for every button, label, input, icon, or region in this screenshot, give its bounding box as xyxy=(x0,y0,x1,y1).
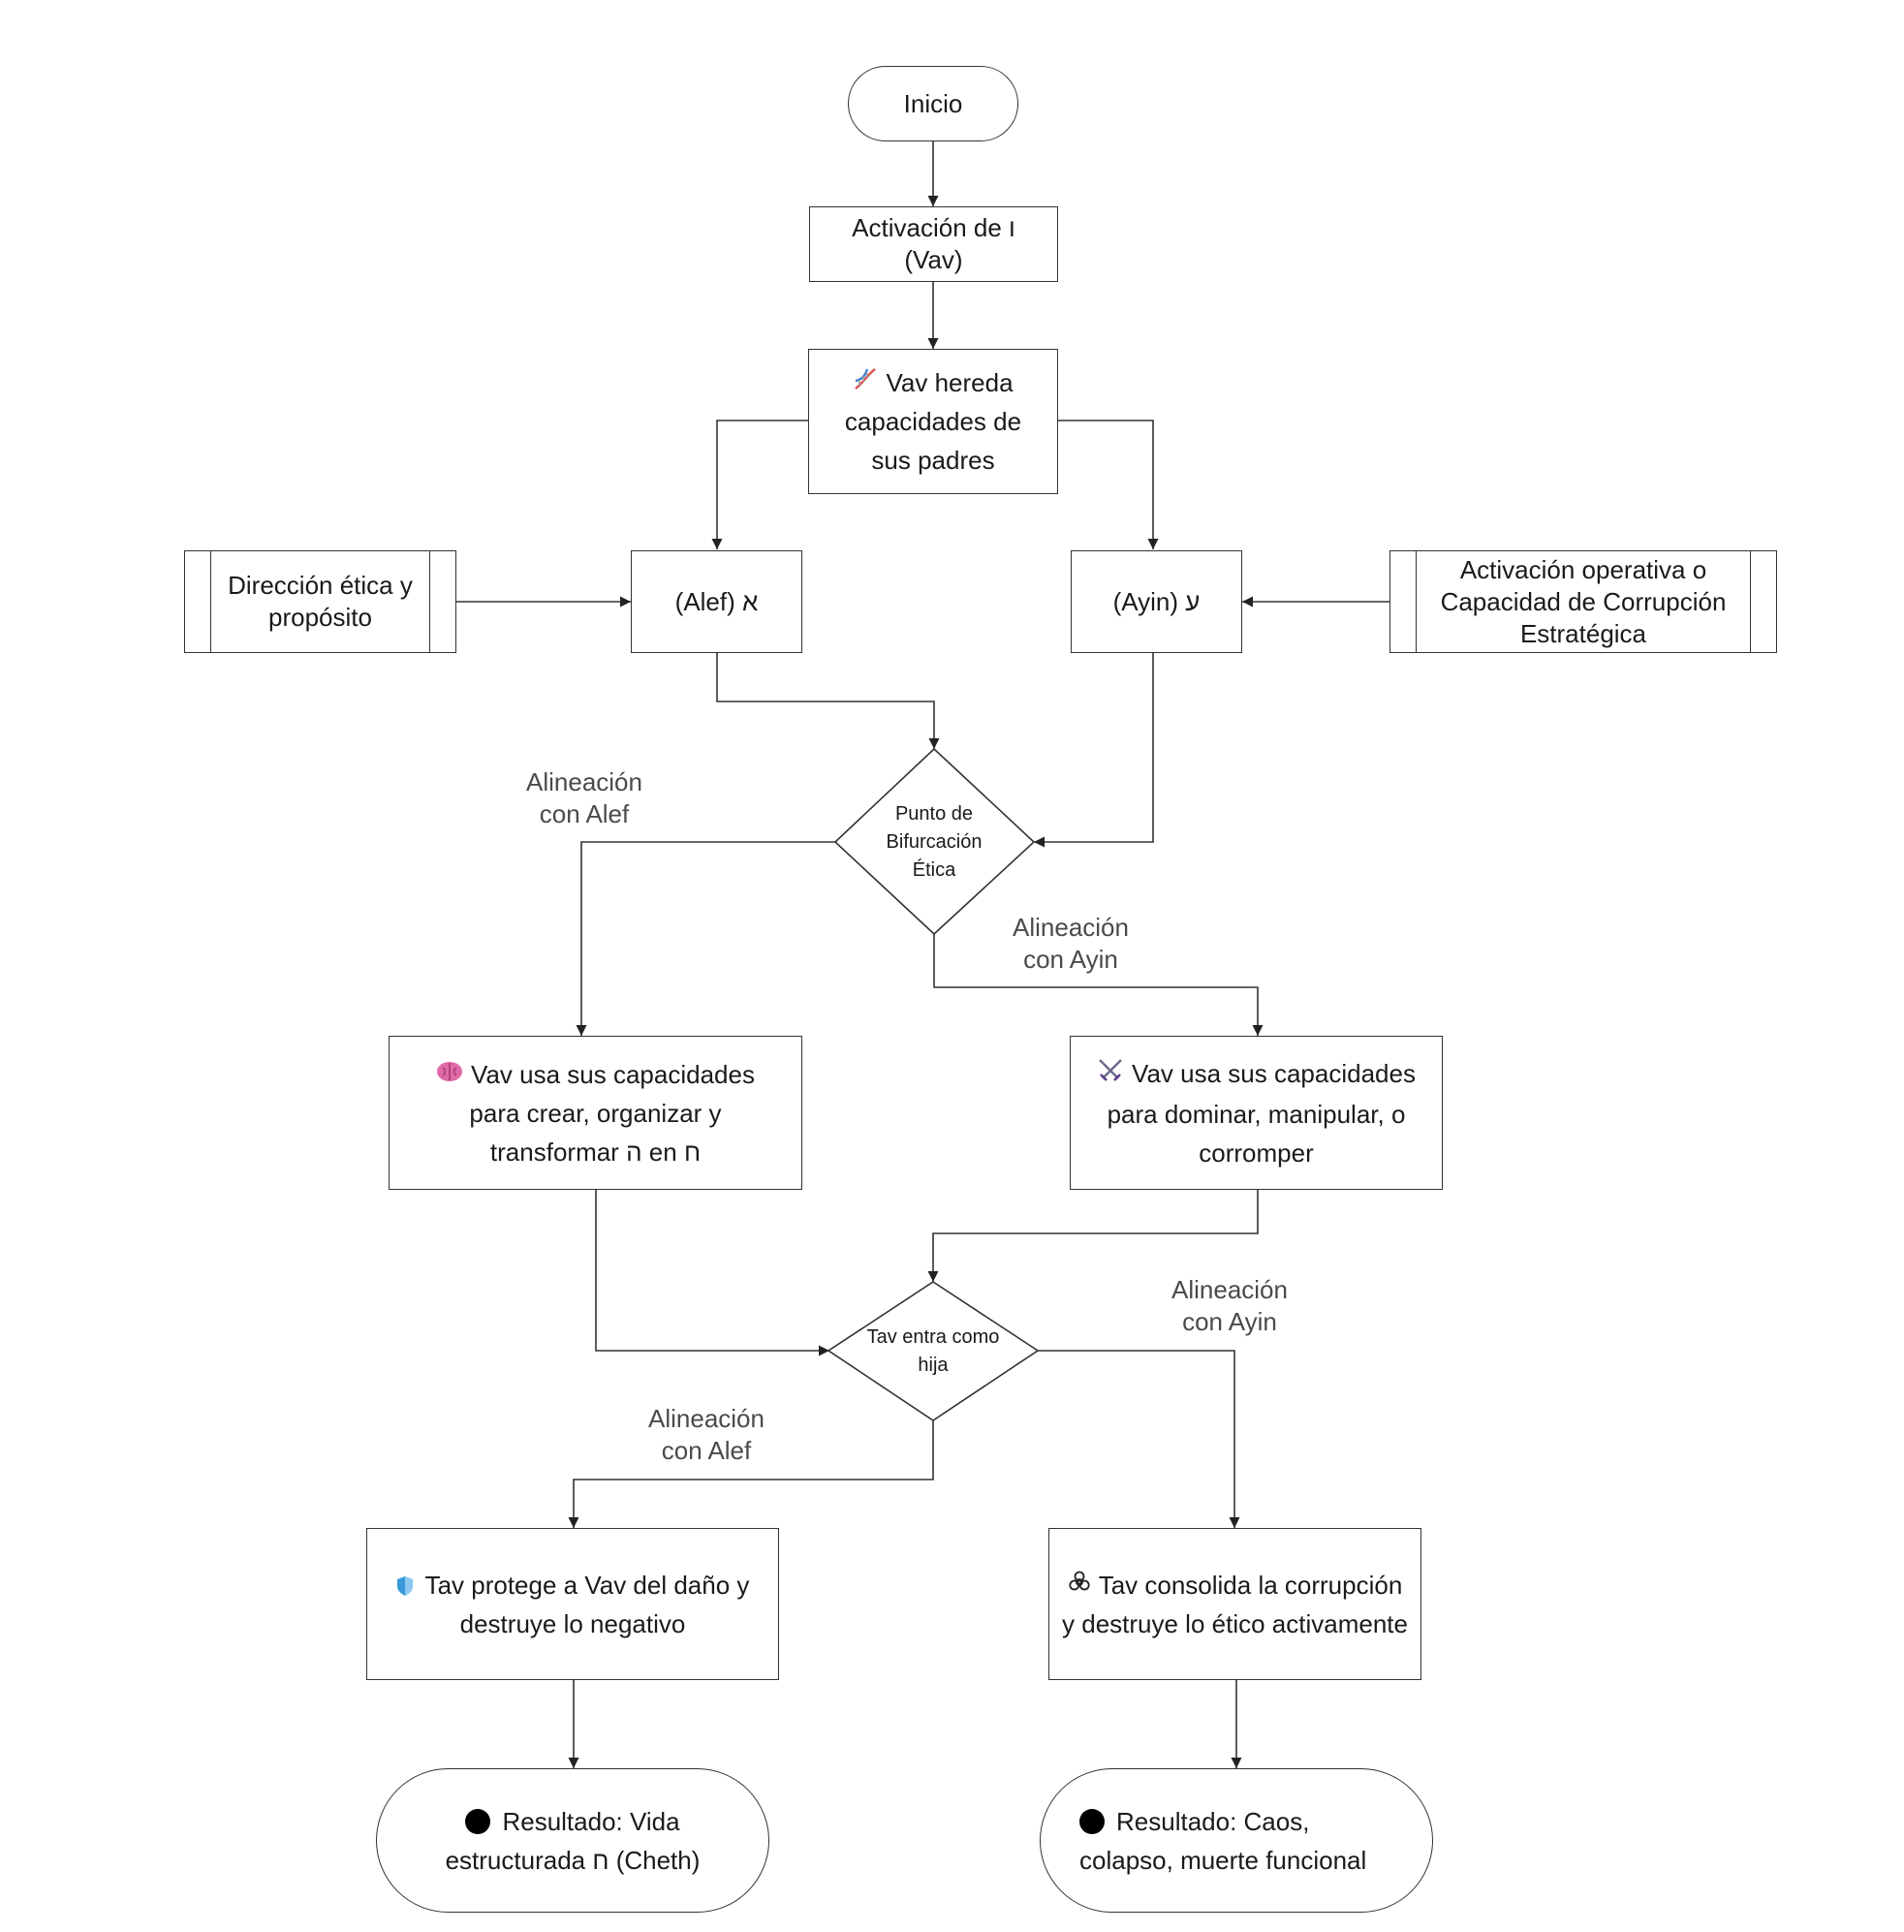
vav-create-box: Vav usa sus capacidades para crear, orga… xyxy=(389,1036,802,1190)
edge-crear-tav xyxy=(595,1190,829,1356)
edge-label-align-alef-1: Alineación con Alef xyxy=(526,767,642,828)
vav-dominate-label: Vav usa sus capacidades para dominar, ma… xyxy=(1107,1058,1416,1168)
result-life-text: Resultado: Vida estructurada ח (Cheth) xyxy=(416,1802,730,1880)
edge-ayin-diamond xyxy=(1034,653,1154,848)
operative-activation-subprocess: Activación operativa o Capacidad de Corr… xyxy=(1389,550,1777,653)
brain-icon xyxy=(436,1055,463,1094)
result-chaos-text: Resultado: Caos, colapso, muerte funcion… xyxy=(1079,1802,1384,1880)
tav-protects-box: Tav protege a Vav del daño y destruye lo… xyxy=(366,1528,779,1680)
tav-diamond-label-box: Tav entra como hija xyxy=(865,1323,1001,1381)
edge-tav-consolida xyxy=(1038,1350,1240,1528)
vav-inherits-label: Vav hereda capacidades de sus padres xyxy=(844,368,1022,475)
tav-diamond-shape xyxy=(827,1281,1040,1421)
vav-create-label: Vav usa sus capacidades para crear, orga… xyxy=(469,1059,755,1167)
result-life-terminal: Resultado: Vida estructurada ח (Cheth) xyxy=(376,1768,769,1913)
shield-icon xyxy=(396,1575,413,1596)
vav-inherits-text: Vav hereda capacidades de sus padres xyxy=(830,363,1036,480)
vav-activation-box: Activación de ו (Vav) xyxy=(809,206,1058,282)
alef-box: (Alef) א xyxy=(631,550,802,653)
start-terminal-label: Inicio xyxy=(903,89,963,118)
edge-label-align-ayin-1: Alineación con Ayin xyxy=(1013,913,1129,974)
edge-alef-diamond xyxy=(716,653,940,749)
edge-tav-protege xyxy=(568,1420,934,1528)
black-circle-icon xyxy=(465,1808,491,1834)
ethical-direction-label: Dirección ética y propósito xyxy=(228,571,413,632)
tav-diamond-label: Tav entra como hija xyxy=(866,1326,1000,1376)
edge-label-align-alef-2: Alineación con Alef xyxy=(648,1404,765,1465)
vav-dominate-box: Vav usa sus capacidades para dominar, ma… xyxy=(1070,1036,1443,1190)
bifurcation-diamond-label-box: Punto de Bifurcación Ética xyxy=(866,798,1002,886)
edge-hereda-alef xyxy=(711,420,808,549)
result-chaos-label: Resultado: Caos, colapso, muerte funcion… xyxy=(1079,1806,1367,1875)
vav-inherits-box: Vav hereda capacidades de sus padres xyxy=(808,349,1058,494)
biohazard-icon xyxy=(1068,1566,1091,1605)
ayin-box: (Ayin) ע xyxy=(1071,550,1242,653)
edge-diamond-dominar xyxy=(933,934,1264,1036)
dna-icon xyxy=(853,363,878,402)
edge-dominar-tav xyxy=(927,1190,1259,1282)
crossed-swords-icon xyxy=(1097,1056,1124,1095)
ethical-direction-subprocess: Dirección ética y propósito xyxy=(184,550,456,653)
tav-protects-label: Tav protege a Vav del daño y destruye lo… xyxy=(424,1570,750,1638)
black-circle-icon xyxy=(1079,1808,1105,1834)
vav-dominate-text: Vav usa sus capacidades para dominar, ma… xyxy=(1090,1054,1422,1172)
start-terminal: Inicio xyxy=(848,66,1018,141)
tav-consolidates-label: Tav consolida la corrupción y destruye l… xyxy=(1062,1570,1408,1638)
alef-label: (Alef) א xyxy=(674,587,759,616)
operative-activation-label: Activación operativa o Capacidad de Corr… xyxy=(1440,554,1727,648)
tav-protects-text: Tav protege a Vav del daño y destruye lo… xyxy=(385,1566,761,1643)
vav-activation-label: Activación de ו (Vav) xyxy=(852,213,1015,274)
result-life-label: Resultado: Vida estructurada ח (Cheth) xyxy=(445,1806,701,1875)
ayin-label: (Ayin) ע xyxy=(1112,587,1201,616)
bifurcation-diamond-shape xyxy=(833,747,1036,936)
edge-diamond-crear xyxy=(576,841,835,1036)
tav-consolidates-box: Tav consolida la corrupción y destruye l… xyxy=(1048,1528,1421,1680)
result-chaos-terminal: Resultado: Caos, colapso, muerte funcion… xyxy=(1040,1768,1433,1913)
tav-consolidates-text: Tav consolida la corrupción y destruye l… xyxy=(1059,1566,1411,1643)
edge-label-align-ayin-2: Alineación con Ayin xyxy=(1171,1275,1288,1336)
bifurcation-diamond-label: Punto de Bifurcación Ética xyxy=(886,802,983,881)
edge-hereda-ayin xyxy=(1058,420,1159,549)
vav-create-text: Vav usa sus capacidades para crear, orga… xyxy=(411,1055,780,1171)
